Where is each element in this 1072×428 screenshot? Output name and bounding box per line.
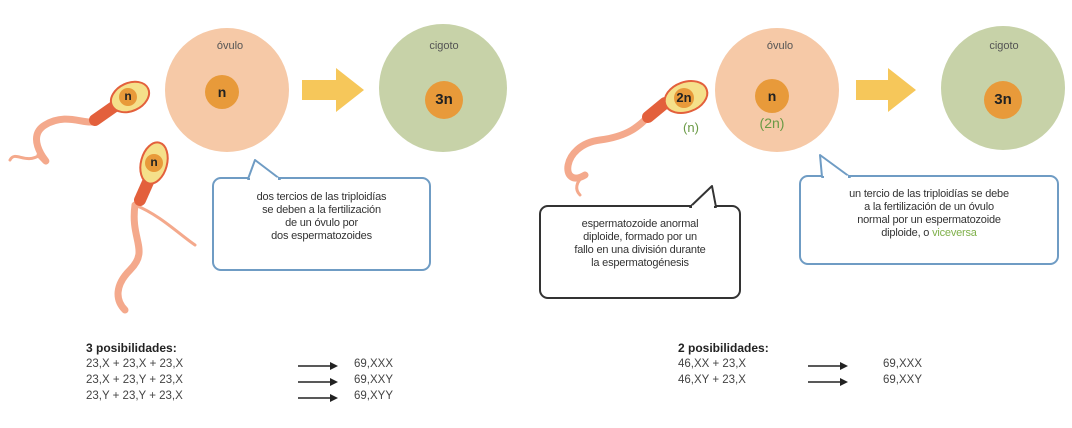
fertilization-arrow-left — [302, 68, 364, 112]
zygote-nucleus-left — [425, 81, 463, 119]
ovum-nucleus-right — [755, 79, 789, 113]
callout-text-ovum: un tercio de las triploidías se debe a l… — [802, 188, 1056, 240]
sperm-nucleus-label-right: 2n — [676, 90, 692, 105]
ovum-nucleus-label-right: n — [767, 88, 777, 104]
possibility-row: 23,Y + 23,Y + 23,X 69,XYY — [86, 390, 446, 406]
callout-text-left: dos tercios de las triploidías se deben … — [215, 191, 428, 243]
callout-ovum-line4: diploide, o viceversa — [802, 227, 1056, 240]
result-arrow-icon — [298, 394, 338, 402]
result-arrow-icon — [808, 378, 848, 386]
callout-left-line2: se deben a la fertilización — [262, 204, 381, 216]
sperm-alt-label: (n) — [683, 120, 699, 135]
callout-sperm-line1: espermatozoide anormal — [581, 218, 699, 230]
possibilities-right: 2 posibilidades: 46,XX + 23,X 69,XXX 46,… — [678, 341, 978, 390]
result-arrow-icon — [298, 378, 338, 386]
sperm-left-2 — [114, 141, 197, 314]
zygote-label-right: cigoto — [989, 40, 1019, 52]
ovum-label-right: óvulo — [766, 40, 794, 52]
callout-left-line4: dos espermatozoides — [271, 230, 372, 242]
callout-left-line1: dos tercios de las triploidías — [256, 191, 387, 203]
possibility-result: 69,XXX — [354, 358, 393, 370]
callout-bubble-ovum — [799, 154, 1059, 265]
zygote-nucleus-right — [984, 81, 1022, 119]
possibility-equation: 23,X + 23,X + 23,X — [86, 358, 184, 370]
possibility-equation: 23,Y + 23,Y + 23,X — [86, 390, 183, 402]
possibility-result: 69,XXY — [354, 374, 393, 386]
sperm1-nucleus-label: n — [124, 89, 132, 103]
zygote-nucleus-label-right: 3n — [994, 91, 1012, 108]
result-arrow-icon — [808, 362, 848, 370]
sperm-left-1 — [8, 80, 151, 165]
ovum-nucleus-left — [205, 75, 239, 109]
possibility-result: 69,XXX — [883, 358, 922, 370]
possibility-row: 23,X + 23,Y + 23,X 69,XXY — [86, 374, 446, 390]
sperm2-nucleus-label: n — [150, 155, 158, 169]
fertilization-arrow-right — [856, 68, 916, 112]
callout-ovum-line4-green: viceversa — [932, 227, 977, 239]
callout-sperm-line3: fallo en una división durante — [574, 244, 706, 256]
sperm-right — [564, 80, 709, 197]
possibilities-left-title: 3 posibilidades: — [86, 341, 177, 355]
callout-text-sperm: espermatozoide anormal diploide, formado… — [542, 218, 738, 270]
possibilities-left: 3 posibilidades: 23,X + 23,X + 23,X 69,X… — [86, 341, 446, 406]
possibility-equation: 46,XX + 23,X — [678, 358, 747, 370]
callout-sperm-line2: diploide, formado por un — [583, 231, 697, 243]
ovum-nucleus-label-left: n — [217, 84, 227, 100]
ovum-alt-label: (2n) — [759, 115, 785, 131]
callout-left-line3: de un óvulo por — [285, 217, 358, 229]
possibility-result: 69,XYY — [354, 390, 393, 402]
callout-sperm-line4: la espermatogénesis — [591, 257, 689, 269]
ovum-label-left: óvulo — [216, 40, 244, 52]
result-arrow-icon — [298, 362, 338, 370]
callout-bubble-left — [212, 159, 431, 271]
possibility-row: 46,XY + 23,X 69,XXY — [678, 374, 978, 390]
possibility-row: 23,X + 23,X + 23,X 69,XXX — [86, 358, 446, 374]
possibility-equation: 46,XY + 23,X — [678, 374, 746, 386]
callout-ovum-line4-prefix: diploide, o — [881, 227, 930, 239]
zygote-label-left: cigoto — [429, 40, 459, 52]
possibility-result: 69,XXY — [883, 374, 922, 386]
possibility-row: 46,XX + 23,X 69,XXX — [678, 358, 978, 374]
zygote-nucleus-label-left: 3n — [435, 91, 453, 108]
possibility-equation: 23,X + 23,Y + 23,X — [86, 374, 183, 386]
callout-ovum-line2: a la fertilización de un óvulo — [864, 201, 994, 213]
callout-bubble-sperm — [539, 185, 741, 299]
callout-ovum-line1: un tercio de las triploidías se debe — [849, 188, 1009, 200]
possibilities-right-title: 2 posibilidades: — [678, 341, 769, 355]
callout-ovum-line3: normal por un espermatozoide — [857, 214, 1001, 226]
